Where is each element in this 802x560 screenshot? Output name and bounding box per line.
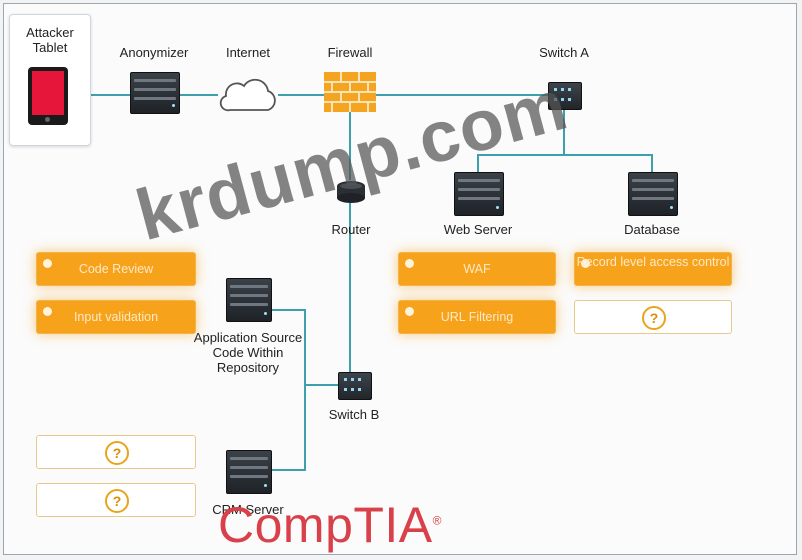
drag-handle-icon [43,307,52,316]
crm-server-label: CRM Server [212,502,284,517]
comptia-logo: CompTIA® [218,496,442,554]
anonymizer-server-icon [130,72,180,114]
database-server-icon [628,172,678,216]
drag-handle-icon [581,259,590,268]
web-server-label: Web Server [443,222,513,237]
switch-a-icon [548,82,582,110]
internet-label: Internet [225,45,271,60]
control-input-validation[interactable]: Input validation [36,300,196,334]
repository-label: Application Source Code Within Repositor… [193,330,303,375]
control-label: WAF [463,262,491,276]
drop-slot-crm-1[interactable]: ? [36,435,196,469]
switch-a-label: Switch A [539,45,589,60]
tablet-home-button [45,117,50,122]
firewall-icon [324,72,376,112]
web-server-icon [454,172,504,216]
control-label: Code Review [78,262,154,276]
control-label: Record level access control [576,255,730,269]
control-label: URL Filtering [440,310,514,324]
drag-handle-icon [405,307,414,316]
question-icon: ? [105,489,129,513]
attacker-label: Attacker Tablet [26,25,74,55]
drag-handle-icon [405,259,414,268]
attacker-card: Attacker Tablet [9,14,91,146]
brand-name: CompTIA [218,497,433,553]
tablet-icon [28,67,68,125]
switch-b-label: Switch B [328,407,380,422]
control-record-level-access[interactable]: Record level access control [574,252,732,286]
router-icon [337,181,365,203]
drag-handle-icon [43,259,52,268]
brand-mark: ® [432,513,443,528]
drop-slot-database[interactable]: ? [574,300,732,334]
firewall-label: Firewall [327,45,373,60]
router-label: Router [331,222,371,237]
crm-server-icon [226,450,272,494]
question-icon: ? [105,441,129,465]
control-label: Input validation [73,310,159,324]
question-icon: ? [642,306,666,330]
control-code-review[interactable]: Code Review [36,252,196,286]
switch-b-icon [338,372,372,400]
cloud-icon [219,78,276,112]
repository-server-icon [226,278,272,322]
control-waf[interactable]: WAF [398,252,556,286]
anonymizer-label: Anonymizer [119,45,189,60]
tablet-screen [32,71,64,115]
database-label: Database [624,222,680,237]
drop-slot-crm-2[interactable]: ? [36,483,196,517]
control-url-filtering[interactable]: URL Filtering [398,300,556,334]
